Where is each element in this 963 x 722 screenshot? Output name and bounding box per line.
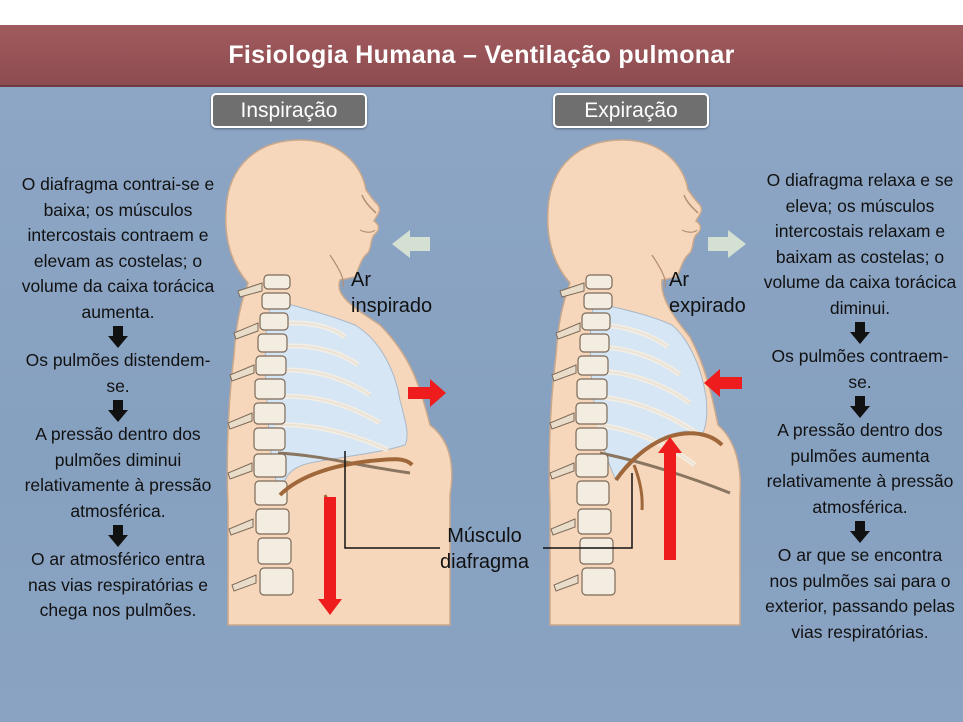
inspiration-title-box: Inspiração: [211, 93, 367, 128]
expiration-step-2: Os pulmões contraem-se.: [762, 344, 958, 395]
inspiration-steps: O diafragma contrai-se e baixa; os múscu…: [20, 172, 216, 624]
expiration-title-box: Expiração: [553, 93, 709, 128]
expiration-steps: O diafragma relaxa e se eleva; os múscul…: [762, 168, 958, 645]
air-inspired-label: Ar inspirado: [351, 267, 432, 319]
air-expired-label: Ar expirado: [669, 267, 746, 319]
inspiration-step-2: Os pulmões distendem-se.: [20, 348, 216, 399]
inspiration-step-1: O diafragma contrai-se e baixa; os múscu…: [20, 172, 216, 325]
air-expired-line2: expirado: [669, 293, 746, 319]
down-arrow-icon: [108, 525, 128, 547]
down-arrow-icon: [850, 521, 870, 543]
air-inspired-line1: Ar: [351, 267, 432, 293]
down-arrow-icon: [108, 326, 128, 348]
expiration-step-3: A pressão dentro dos pulmões aumenta rel…: [762, 418, 958, 520]
inspiration-figure: [226, 140, 452, 625]
expiration-step-1: O diafragma relaxa e se eleva; os múscul…: [762, 168, 958, 321]
expiration-figure: [543, 140, 746, 625]
expiration-air-arrow: [708, 230, 746, 258]
down-arrow-icon: [850, 396, 870, 418]
diaphragm-label-line1: Músculo: [440, 523, 529, 549]
air-expired-line1: Ar: [669, 267, 746, 293]
down-arrow-icon: [850, 322, 870, 344]
slide: Fisiologia Humana – Ventilação pulmonar: [0, 25, 963, 722]
diaphragm-label: Músculo diafragma: [440, 523, 529, 575]
air-inspired-line2: inspirado: [351, 293, 432, 319]
inspiration-title: Inspiração: [241, 99, 338, 122]
expiration-title: Expiração: [584, 99, 677, 122]
inspiration-air-arrow: [392, 230, 430, 258]
inspiration-step-3: A pressão dentro dos pulmões diminui rel…: [20, 422, 216, 524]
inspiration-step-4: O ar atmosférico entra nas vias respirat…: [20, 547, 216, 624]
down-arrow-icon: [108, 400, 128, 422]
diaphragm-label-line2: diafragma: [440, 549, 529, 575]
expiration-step-4: O ar que se encontra nos pulmões sai par…: [762, 543, 958, 645]
